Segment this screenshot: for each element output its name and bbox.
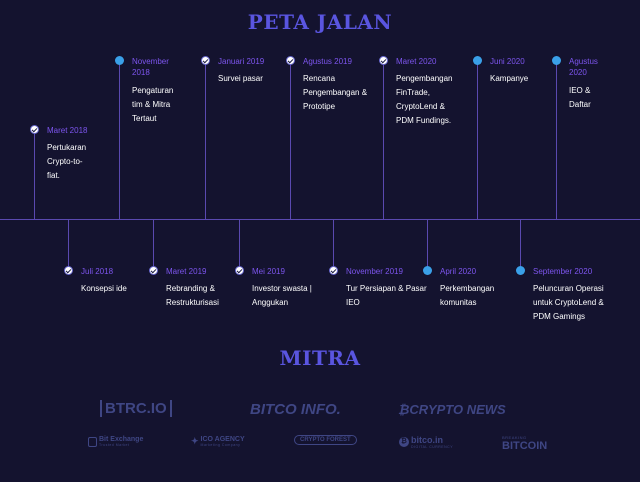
partner-logo-text: CRYPTO NEWS xyxy=(409,402,506,417)
partner-logo-subtext: Marketing Company xyxy=(200,443,241,447)
timeline-axis xyxy=(0,219,640,220)
partner-logo-subtext: Trusted Market xyxy=(99,443,130,447)
timeline-date: Januari 2019 xyxy=(218,57,265,66)
timeline-date: April 2020 xyxy=(440,267,477,276)
roadmap-title: PETA JALAN xyxy=(247,10,393,34)
check-circle-icon xyxy=(149,266,158,275)
partner-logo-text: Bit Exchange xyxy=(99,436,144,443)
timeline-description: Konsepsi ide xyxy=(81,284,127,293)
timeline-connector xyxy=(205,60,206,219)
timeline-date: Mei 2019 xyxy=(252,267,285,276)
timeline-description: Rencana Pengembangan & Prototipe xyxy=(303,74,368,111)
timeline-description: Pertukaran Crypto-to-fiat. xyxy=(47,143,87,180)
check-circle-icon xyxy=(329,266,338,275)
timeline-date: Maret 2018 xyxy=(47,126,88,135)
partner-logo-text: BITCO INFO. xyxy=(250,401,341,418)
check-circle-icon xyxy=(30,125,39,134)
timeline-date: Juli 2018 xyxy=(81,267,114,276)
timeline-description: IEO & Daftar xyxy=(569,86,591,109)
bitcoin-b-icon: ₿ xyxy=(398,402,410,417)
timeline-description: Rebranding & Restrukturisasi xyxy=(166,284,219,307)
dot-icon xyxy=(473,56,482,65)
timeline-description: Kampanye xyxy=(490,74,529,83)
timeline-connector xyxy=(153,219,154,270)
check-circle-icon xyxy=(201,56,210,65)
partner-logo-text: CRYPTO FOREST xyxy=(294,435,357,445)
partner-logo-cryptoforest[interactable]: CRYPTO FOREST xyxy=(294,435,357,445)
partner-logo-text: BTRC.IO xyxy=(100,400,172,417)
partner-logo-cryptonews[interactable]: ₿CRYPTO NEWS xyxy=(398,402,506,417)
network-icon: ✦ xyxy=(191,436,199,446)
timeline-description: Perkembangan komunitas xyxy=(440,284,495,307)
partner-logo-bitcoinfo[interactable]: BITCO INFO. xyxy=(250,401,341,418)
bitcoin-circle-icon: ₿ xyxy=(399,437,409,447)
dot-icon xyxy=(516,266,525,275)
dot-icon xyxy=(552,56,561,65)
timeline-description: Tur Persiapan & Pasar IEO xyxy=(346,284,427,307)
partner-logo-text: ICO AGENCY xyxy=(200,436,245,443)
timeline-connector xyxy=(68,219,69,270)
timeline-connector xyxy=(333,219,334,270)
partner-logo-text: bitco.in xyxy=(411,435,443,445)
timeline-date: Maret 2019 xyxy=(166,267,207,276)
timeline-connector xyxy=(383,60,384,219)
timeline-connector xyxy=(556,60,557,219)
partner-logo-subtext: DIGITAL CURRENCY xyxy=(411,445,454,449)
timeline-connector xyxy=(34,129,35,219)
timeline-connector xyxy=(520,219,521,270)
check-circle-icon xyxy=(379,56,388,65)
timeline-date: November 2019 xyxy=(346,267,403,276)
timeline-connector xyxy=(477,60,478,219)
timeline-connector xyxy=(290,60,291,219)
dot-icon xyxy=(115,56,124,65)
timeline-connector xyxy=(427,219,428,270)
timeline-description: Pengaturan tim & Mitra Tertaut xyxy=(132,86,174,123)
shield-icon xyxy=(88,436,97,447)
timeline-date: November 2018 xyxy=(132,57,169,77)
timeline-description: Investor swasta | Anggukan xyxy=(252,284,312,307)
partner-logo-text: BITCOIN xyxy=(502,440,548,452)
timeline-date: September 2020 xyxy=(533,267,593,276)
timeline-connector xyxy=(119,60,120,219)
partner-logo-btrc[interactable]: BTRC.IO xyxy=(100,400,172,417)
timeline-connector xyxy=(239,219,240,270)
dot-icon xyxy=(423,266,432,275)
check-circle-icon xyxy=(235,266,244,275)
check-circle-icon xyxy=(64,266,73,275)
timeline-date: Juni 2020 xyxy=(490,57,525,66)
timeline-date: Agustus 2019 xyxy=(303,57,352,66)
timeline-description: Pengembangan FinTrade, CryptoLend & PDM … xyxy=(396,74,453,125)
check-circle-icon xyxy=(286,56,295,65)
partners-title: MITRA xyxy=(279,346,361,370)
timeline-description: Peluncuran Operasi untuk CryptoLend & PD… xyxy=(533,284,604,321)
timeline-description: Survei pasar xyxy=(218,74,263,83)
timeline-date: Maret 2020 xyxy=(396,57,437,66)
partner-logo-subtext: BREAKING xyxy=(502,435,527,440)
timeline-date: Agustus 2020 xyxy=(569,57,598,77)
